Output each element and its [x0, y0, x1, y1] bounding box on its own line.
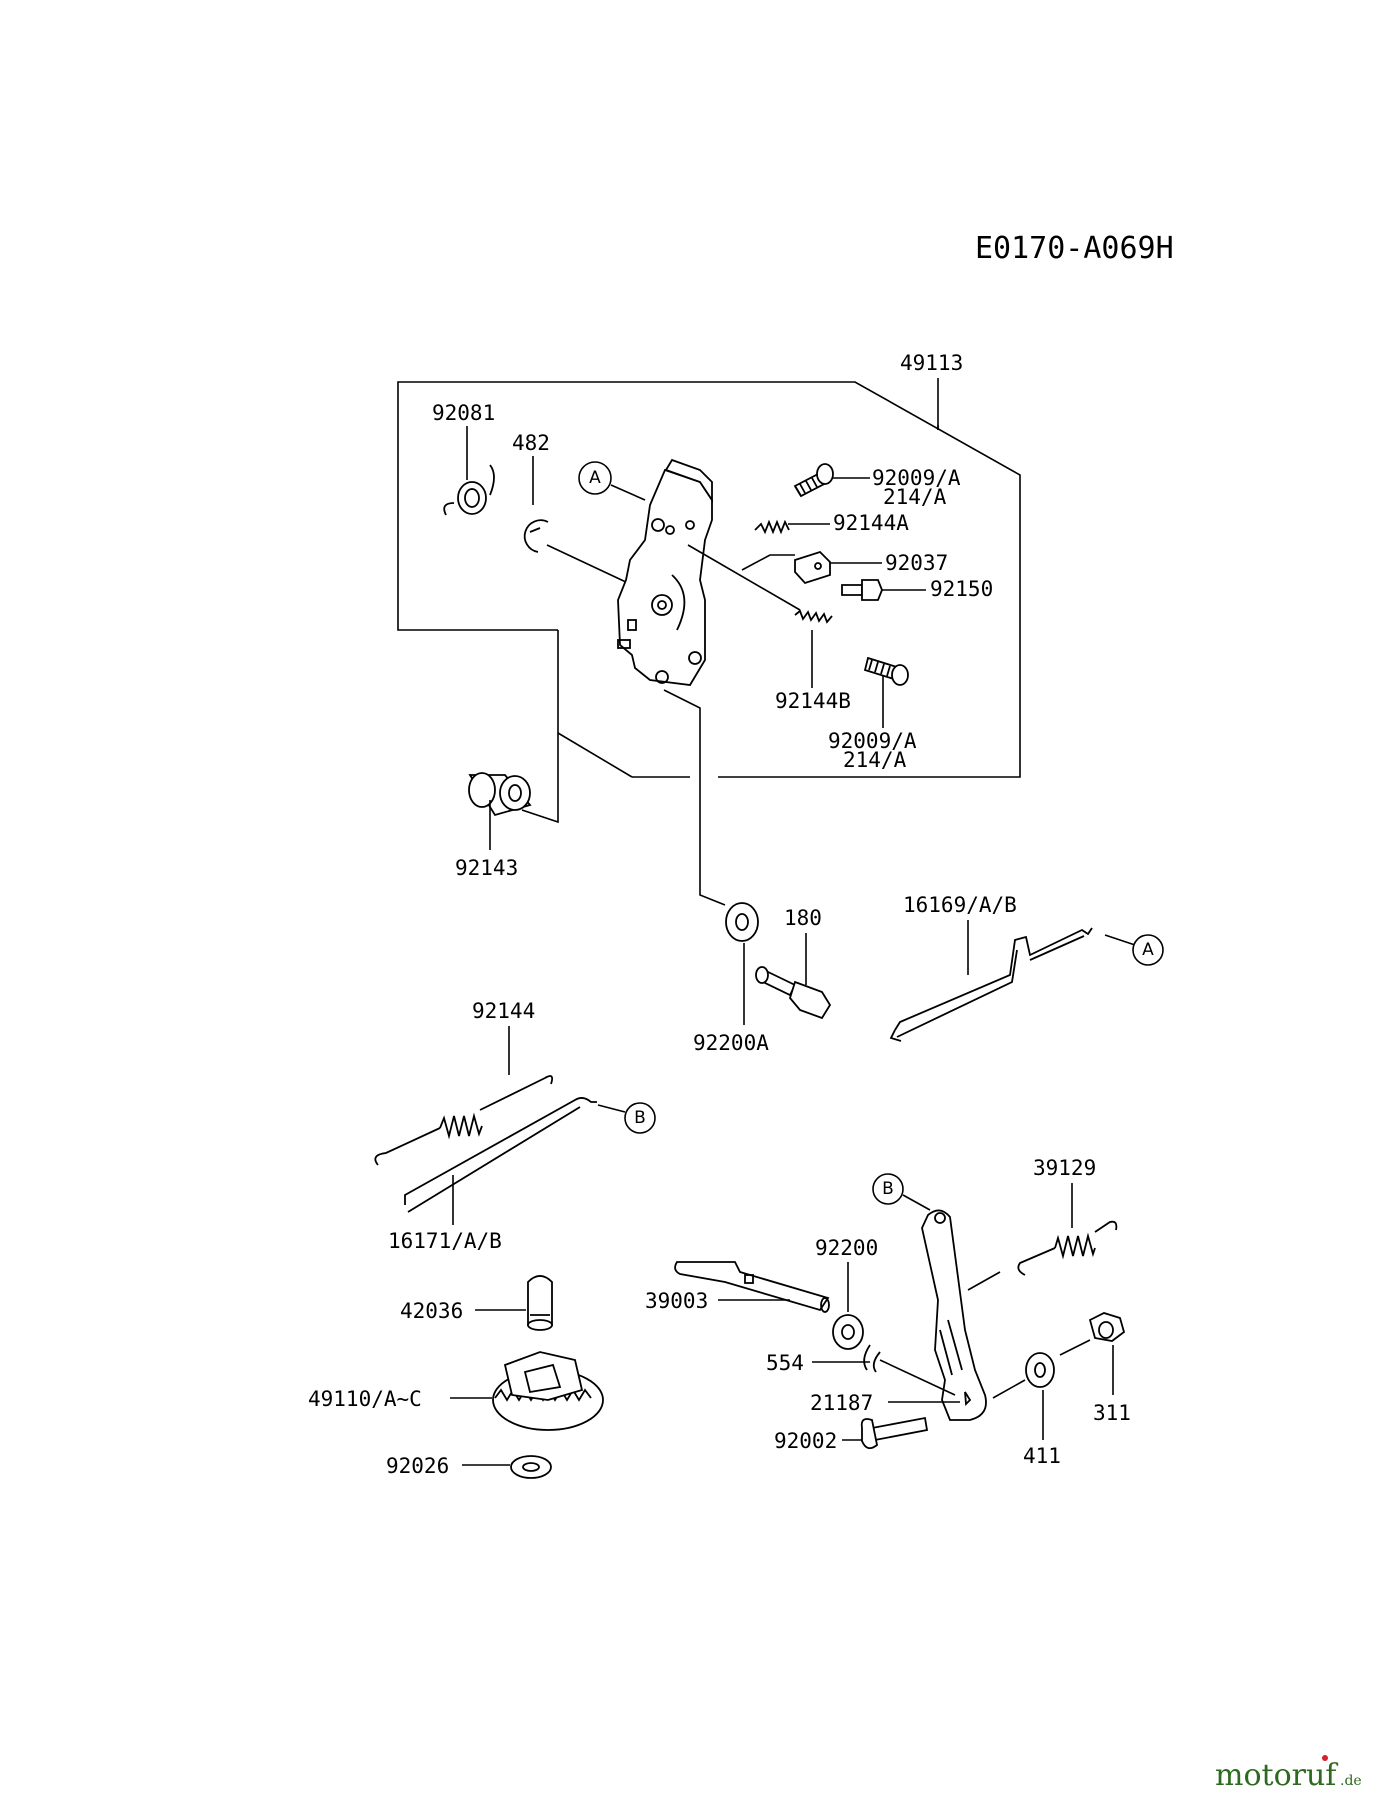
- label-92009a-top: 92009/A: [872, 466, 961, 490]
- label-411: 411: [1023, 1444, 1061, 1468]
- label-92026: 92026: [386, 1454, 449, 1478]
- label-214a-top: 214/A: [883, 485, 947, 509]
- label-92150: 92150: [930, 577, 993, 601]
- governor-shaft-39003: [674, 1261, 830, 1313]
- label-92144a: 92144A: [833, 511, 909, 535]
- reference-a-rod: A: [1132, 934, 1164, 966]
- label-92002: 92002: [774, 1429, 837, 1453]
- label-214a-bottom: 214/A: [843, 748, 907, 772]
- pin-554: [863, 1344, 881, 1373]
- label-21187: 21187: [810, 1391, 873, 1415]
- bolt-92002: [860, 1416, 929, 1450]
- clamp-92037: [794, 550, 831, 585]
- governor-gear-49110: [492, 1351, 604, 1431]
- svg-text:A: A: [1142, 940, 1154, 960]
- spring-clip-92081: [443, 464, 495, 516]
- svg-text:B: B: [634, 1108, 646, 1128]
- label-39003: 39003: [645, 1289, 708, 1313]
- label-49113: 49113: [900, 351, 963, 375]
- label-311: 311: [1093, 1401, 1131, 1425]
- washer-411: [1025, 1352, 1055, 1388]
- label-39129: 39129: [1033, 1156, 1096, 1180]
- governor-rod-16169: [894, 927, 1093, 1038]
- bolt-92150: [841, 579, 883, 601]
- label-92200: 92200: [815, 1236, 878, 1260]
- spring-92144a: [754, 519, 790, 535]
- label-16169: 16169/A/B: [903, 893, 1017, 917]
- reference-a-top: A: [578, 461, 612, 495]
- shoulder-bolt-180: [755, 966, 832, 1020]
- governor-sleeve-42036: [527, 1275, 553, 1331]
- svg-text:.de: .de: [1340, 1773, 1362, 1789]
- label-16171: 16171/A/B: [388, 1229, 502, 1253]
- svg-text:motoruf: motoruf: [1215, 1758, 1338, 1793]
- spring-39129: [1017, 1220, 1118, 1276]
- nut-311: [1088, 1312, 1126, 1342]
- label-92009a-bottom: 92009/A: [828, 729, 917, 753]
- label-92144: 92144: [472, 999, 535, 1023]
- reference-b-rod: B: [624, 1102, 656, 1134]
- reference-b-lever: B: [872, 1173, 904, 1205]
- spring-92144b: [794, 609, 833, 624]
- label-92144b: 92144B: [775, 689, 851, 713]
- bolt-92009a-top: [793, 463, 834, 498]
- washer-92026: [510, 1455, 552, 1479]
- label-92143: 92143: [455, 856, 518, 880]
- spring-92144: [374, 1075, 554, 1166]
- watermark-logo: motoruf .de: [1215, 1755, 1362, 1793]
- governor-bracket-plate: [617, 458, 713, 686]
- e-clip-482: [523, 519, 549, 553]
- governor-lever-21187: [921, 1209, 987, 1421]
- svg-text:A: A: [589, 468, 601, 488]
- label-482: 482: [512, 431, 550, 455]
- svg-text:B: B: [882, 1179, 894, 1199]
- label-180: 180: [784, 906, 822, 930]
- bolt-92009a-bottom: [863, 656, 909, 686]
- label-42036: 42036: [400, 1299, 463, 1323]
- label-49110: 49110/A~C: [308, 1387, 422, 1411]
- washer-92200a: [725, 902, 759, 942]
- label-92081: 92081: [432, 401, 495, 425]
- label-554: 554: [766, 1351, 804, 1375]
- assembly-49113-frame: [397, 381, 1021, 778]
- washer-92200: [832, 1314, 864, 1350]
- label-92037: 92037: [885, 551, 948, 575]
- diagram-code: E0170-A069H: [975, 231, 1174, 266]
- label-92200a: 92200A: [693, 1031, 769, 1055]
- collar-92143: [468, 772, 532, 817]
- governor-rod-16171: [404, 1097, 597, 1213]
